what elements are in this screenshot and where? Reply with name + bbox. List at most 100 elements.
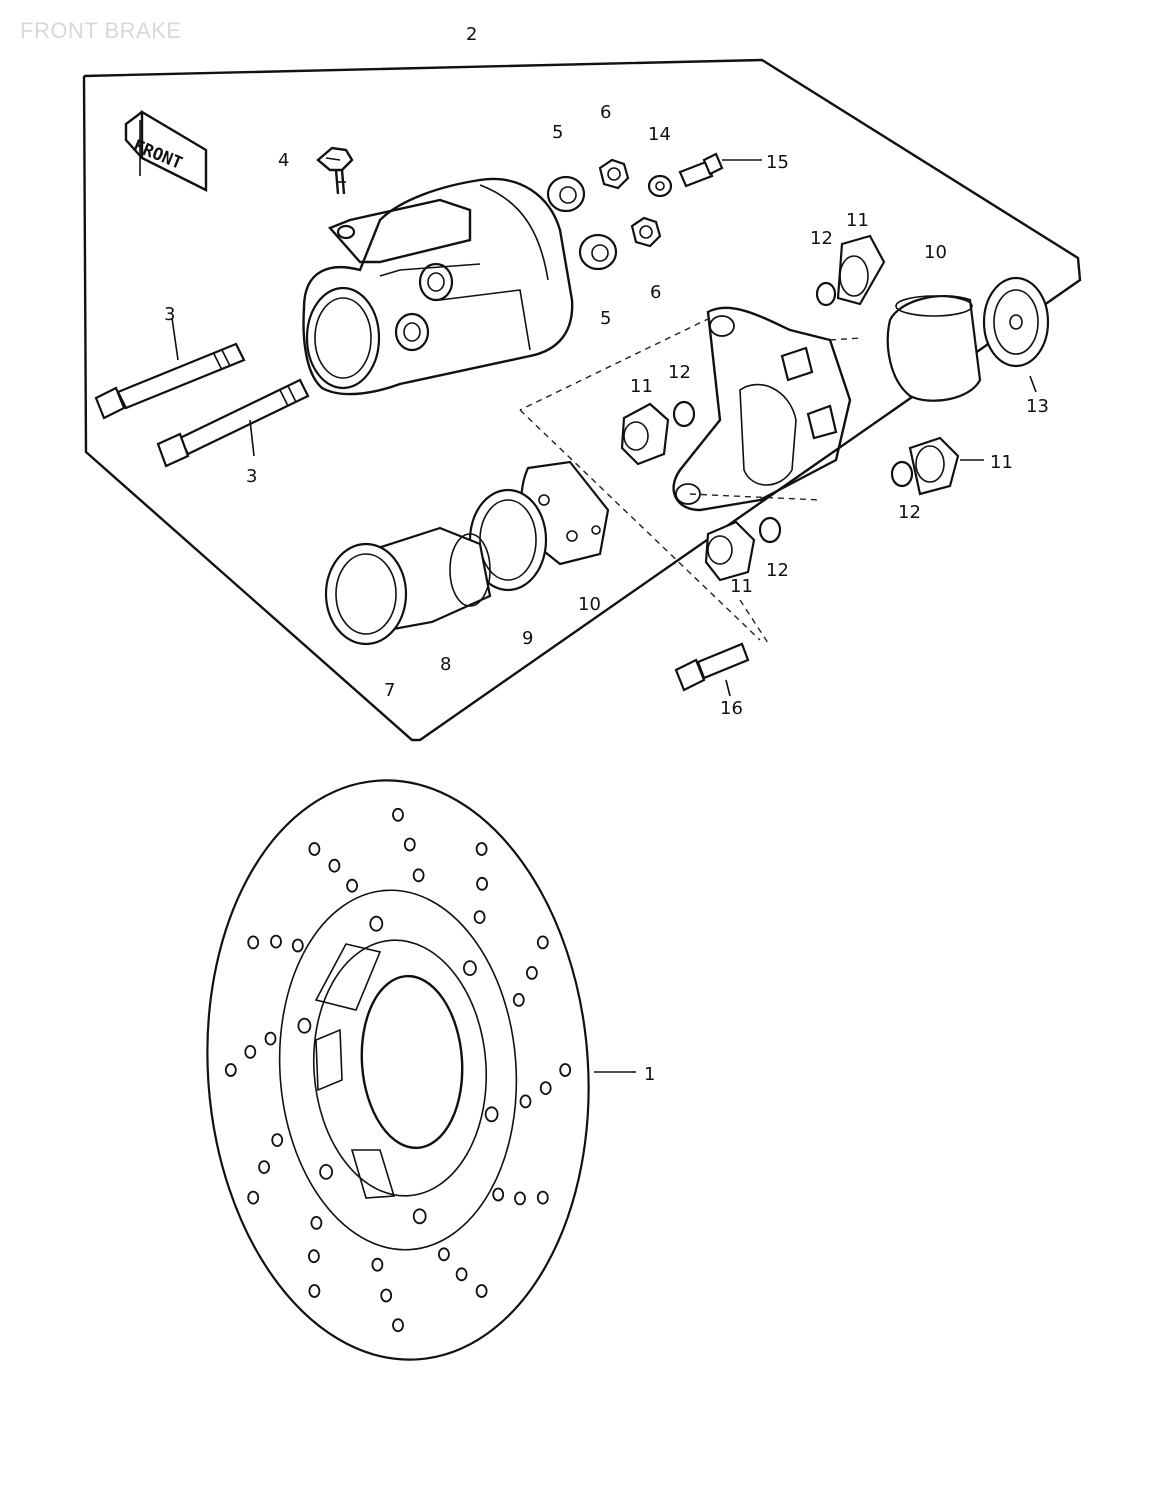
disc-hole <box>308 1284 321 1298</box>
disc-hole <box>328 858 341 873</box>
brake-disc <box>206 779 590 1361</box>
nut-upper <box>598 158 630 190</box>
callout-13: 13 <box>1026 396 1049 417</box>
o-ring-lower-right <box>890 460 914 488</box>
nut-lower <box>630 216 662 248</box>
bolt-16 <box>674 599 771 692</box>
front-tag-text: FRONT <box>130 136 185 174</box>
disc-hole <box>224 1063 237 1077</box>
disc-hole <box>371 1257 384 1272</box>
callout-12: 12 <box>810 228 833 249</box>
o-ring-upper-right <box>815 281 837 307</box>
hub-bolt-hole <box>484 1106 499 1123</box>
boot-cap-right <box>886 295 982 402</box>
bolt-15 <box>678 152 724 188</box>
bushing-lower-center <box>704 520 756 582</box>
hub-bolt-hole <box>297 1017 312 1034</box>
callout-6: 6 <box>650 282 661 303</box>
callout-labels: 2 4 5 6 14 15 6 5 12 11 10 3 3 11 12 13 … <box>164 24 1049 1085</box>
callout-leaders <box>171 157 1037 1073</box>
caliper-mounting-bracket <box>519 306 861 641</box>
disc-hole <box>392 1318 404 1333</box>
disc-hole <box>519 1094 532 1109</box>
callout-2: 2 <box>466 24 477 45</box>
callout-6: 6 <box>600 102 611 123</box>
dust-seal-upper <box>546 175 586 213</box>
callout-11: 11 <box>846 210 869 231</box>
callout-12: 12 <box>898 502 921 523</box>
disc-hole <box>437 1247 450 1262</box>
caliper-assembly-panel <box>82 58 1082 742</box>
callout-11: 11 <box>730 576 753 597</box>
disc-hole <box>264 1031 277 1046</box>
disc-hole <box>476 876 489 891</box>
disc-hole <box>536 935 549 950</box>
callout-16: 16 <box>720 698 743 719</box>
callout-11: 11 <box>630 376 653 397</box>
callout-1: 1 <box>644 1064 655 1085</box>
disc-hole <box>492 1187 505 1202</box>
disc-hole <box>412 868 425 883</box>
callout-5: 5 <box>552 122 563 143</box>
cap-13 <box>982 276 1050 368</box>
callout-9: 9 <box>522 628 533 649</box>
disc-hole <box>526 966 538 980</box>
callout-12: 12 <box>766 560 789 581</box>
disc-hole <box>403 837 416 852</box>
disc-hole <box>512 993 525 1007</box>
disc-hole <box>539 1081 552 1095</box>
disc-hole <box>244 1045 257 1059</box>
long-bolt-lower <box>156 378 310 468</box>
callout-12: 12 <box>668 362 691 383</box>
disc-hole <box>392 807 404 822</box>
bushing-mid-left <box>620 402 670 466</box>
disc-hole <box>475 842 488 856</box>
hub-bolt-hole <box>369 915 384 932</box>
disc-hole <box>536 1190 549 1205</box>
disc-hole <box>258 1160 271 1174</box>
callout-11: 11 <box>990 452 1013 473</box>
disc-hole <box>308 842 321 856</box>
hub-bolt-hole <box>462 960 477 976</box>
disc-hole <box>247 1190 260 1205</box>
callout-3: 3 <box>164 304 175 325</box>
disc-hole <box>270 934 282 949</box>
hub-bolt-hole <box>319 1164 334 1180</box>
callout-14: 14 <box>648 124 671 145</box>
washer-14 <box>647 174 673 198</box>
disc-hole <box>514 1191 526 1206</box>
disc-hole <box>307 1249 320 1264</box>
o-ring-mid-left <box>672 400 696 428</box>
piston-ring-7 <box>324 542 408 646</box>
page-title: FRONT BRAKE <box>20 18 182 43</box>
disc-hole <box>473 910 486 924</box>
long-bolt-upper <box>94 342 246 420</box>
disc-hole <box>559 1063 572 1077</box>
disc-hole <box>291 938 304 953</box>
callout-10: 10 <box>924 242 947 263</box>
dust-seal-lower <box>578 233 618 271</box>
callout-3: 3 <box>246 466 257 487</box>
caliper-body <box>302 177 574 396</box>
disc-hole <box>475 1284 488 1298</box>
callout-10: 10 <box>578 594 601 615</box>
disc-hole <box>247 935 260 950</box>
hub-bolt-hole <box>412 1208 427 1225</box>
callout-8: 8 <box>440 654 451 675</box>
bushing-upper-right <box>836 234 886 306</box>
callout-7: 7 <box>384 680 395 701</box>
disc-hole <box>310 1216 323 1230</box>
disc-hole <box>455 1267 468 1282</box>
o-ring-lower-center <box>758 516 782 544</box>
front-direction-tag: FRONT <box>124 109 208 192</box>
callout-5: 5 <box>600 308 611 329</box>
callout-4: 4 <box>278 150 289 171</box>
disc-holes <box>224 807 572 1333</box>
bleeder-valve <box>316 146 354 195</box>
callout-15: 15 <box>766 152 789 173</box>
disc-hole <box>346 878 359 893</box>
disc-hole <box>271 1133 284 1147</box>
disc-hole <box>380 1288 393 1303</box>
bushing-lower-right <box>908 436 960 496</box>
